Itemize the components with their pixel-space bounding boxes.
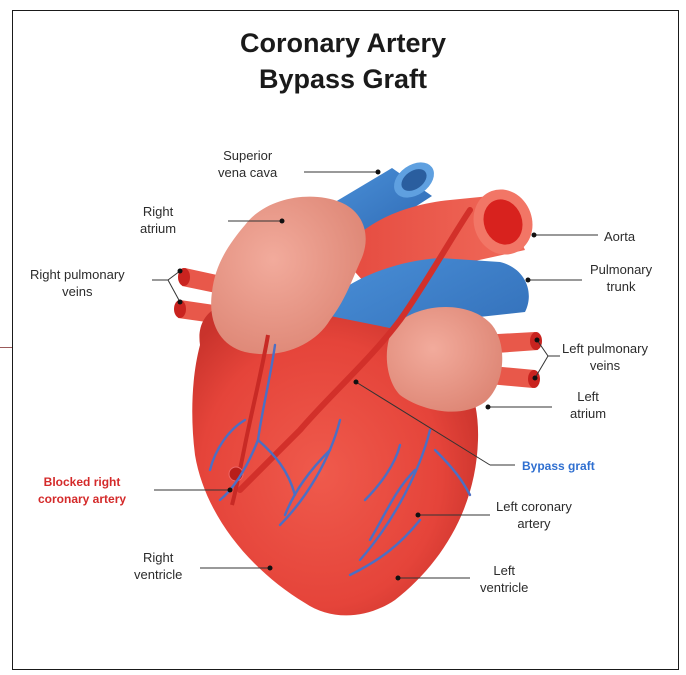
label-blocked-right-coronary-artery-line1: Blocked right xyxy=(38,474,126,491)
label-right-pulmonary-veins-line1: Right pulmonary xyxy=(30,266,125,283)
label-left-atrium: Left atrium xyxy=(570,388,606,422)
label-superior-vena-cava-line1: Superior xyxy=(218,147,277,164)
label-right-pulmonary-veins-line2: veins xyxy=(30,283,125,300)
label-pulmonary-trunk: Pulmonary trunk xyxy=(590,261,652,295)
label-left-ventricle-line1: Left xyxy=(480,562,528,579)
label-left-pulmonary-veins: Left pulmonary veins xyxy=(562,340,648,374)
label-aorta-line1: Aorta xyxy=(604,228,635,245)
label-left-coronary-artery-line2: artery xyxy=(496,515,572,532)
label-blocked-right-coronary-artery-line2: coronary artery xyxy=(38,491,126,508)
label-superior-vena-cava-line2: vena cava xyxy=(218,164,277,181)
label-right-ventricle: Right ventricle xyxy=(134,549,182,583)
label-left-atrium-line2: atrium xyxy=(570,405,606,422)
label-aorta: Aorta xyxy=(604,228,635,245)
label-superior-vena-cava: Superior vena cava xyxy=(218,147,277,181)
label-pulmonary-trunk-line2: trunk xyxy=(590,278,652,295)
label-bypass-graft-line1: Bypass graft xyxy=(522,458,595,475)
label-right-atrium: Right atrium xyxy=(140,203,176,237)
label-bypass-graft: Bypass graft xyxy=(522,458,595,475)
label-left-ventricle: Left ventricle xyxy=(480,562,528,596)
label-blocked-right-coronary-artery: Blocked right coronary artery xyxy=(38,474,126,508)
label-right-atrium-line2: atrium xyxy=(140,220,176,237)
label-left-pulmonary-veins-line1: Left pulmonary xyxy=(562,340,648,357)
label-left-coronary-artery-line1: Left coronary xyxy=(496,498,572,515)
label-left-coronary-artery: Left coronary artery xyxy=(496,498,572,532)
left-atrium-shape xyxy=(387,307,502,412)
label-right-ventricle-line1: Right xyxy=(134,549,182,566)
label-right-atrium-line1: Right xyxy=(140,203,176,220)
label-left-atrium-line1: Left xyxy=(570,388,606,405)
label-left-ventricle-line2: ventricle xyxy=(480,579,528,596)
label-left-pulmonary-veins-line2: veins xyxy=(562,357,648,374)
label-right-pulmonary-veins: Right pulmonary veins xyxy=(30,266,125,300)
label-right-ventricle-line2: ventricle xyxy=(134,566,182,583)
label-pulmonary-trunk-line1: Pulmonary xyxy=(590,261,652,278)
